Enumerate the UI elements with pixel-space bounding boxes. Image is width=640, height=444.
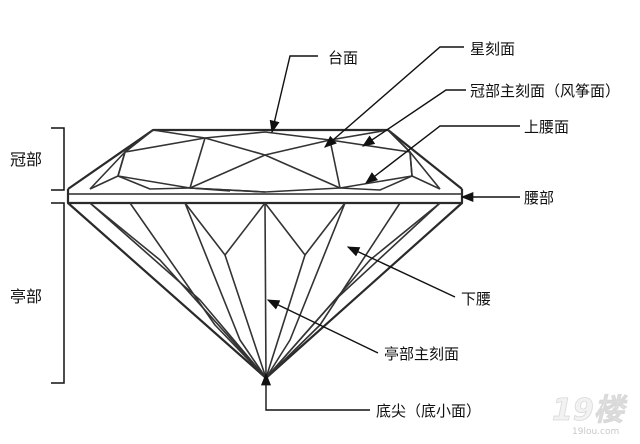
arrow-lower-girdle	[346, 246, 456, 298]
arrow-upper-girdle	[365, 125, 520, 184]
watermark-sub: 19lou.com	[572, 427, 619, 437]
label-pavilion: 亭部	[10, 287, 42, 306]
side-brackets	[51, 127, 65, 384]
label-table: 台面	[328, 49, 358, 67]
label-pavilion-main: 亭部主刻面	[384, 345, 459, 363]
label-star: 星刻面	[470, 40, 515, 58]
label-upper-girdle: 上腰面	[524, 118, 569, 136]
watermark-logo: 19楼 19lou.com	[552, 393, 629, 437]
arrow-pavilion-main	[266, 299, 379, 354]
crown-facets	[89, 129, 441, 193]
label-lower-girdle: 下腰	[461, 290, 491, 308]
leader-arrows	[260, 46, 520, 411]
watermark-main: 19楼	[552, 393, 628, 428]
label-crown: 冠部	[10, 150, 42, 169]
arrow-table	[269, 55, 318, 134]
pavilion-facets	[89, 202, 441, 379]
arrow-star	[324, 46, 464, 148]
label-crown-main: 冠部主刻面（风筝面）	[470, 82, 620, 100]
pavilion-bracket	[51, 202, 65, 384]
label-girdle: 腰部	[524, 189, 554, 207]
arrow-crown-main	[361, 89, 466, 147]
label-culet: 底尖（底小面）	[376, 402, 481, 420]
crown-bracket	[51, 127, 65, 191]
arrow-culet	[260, 372, 370, 411]
